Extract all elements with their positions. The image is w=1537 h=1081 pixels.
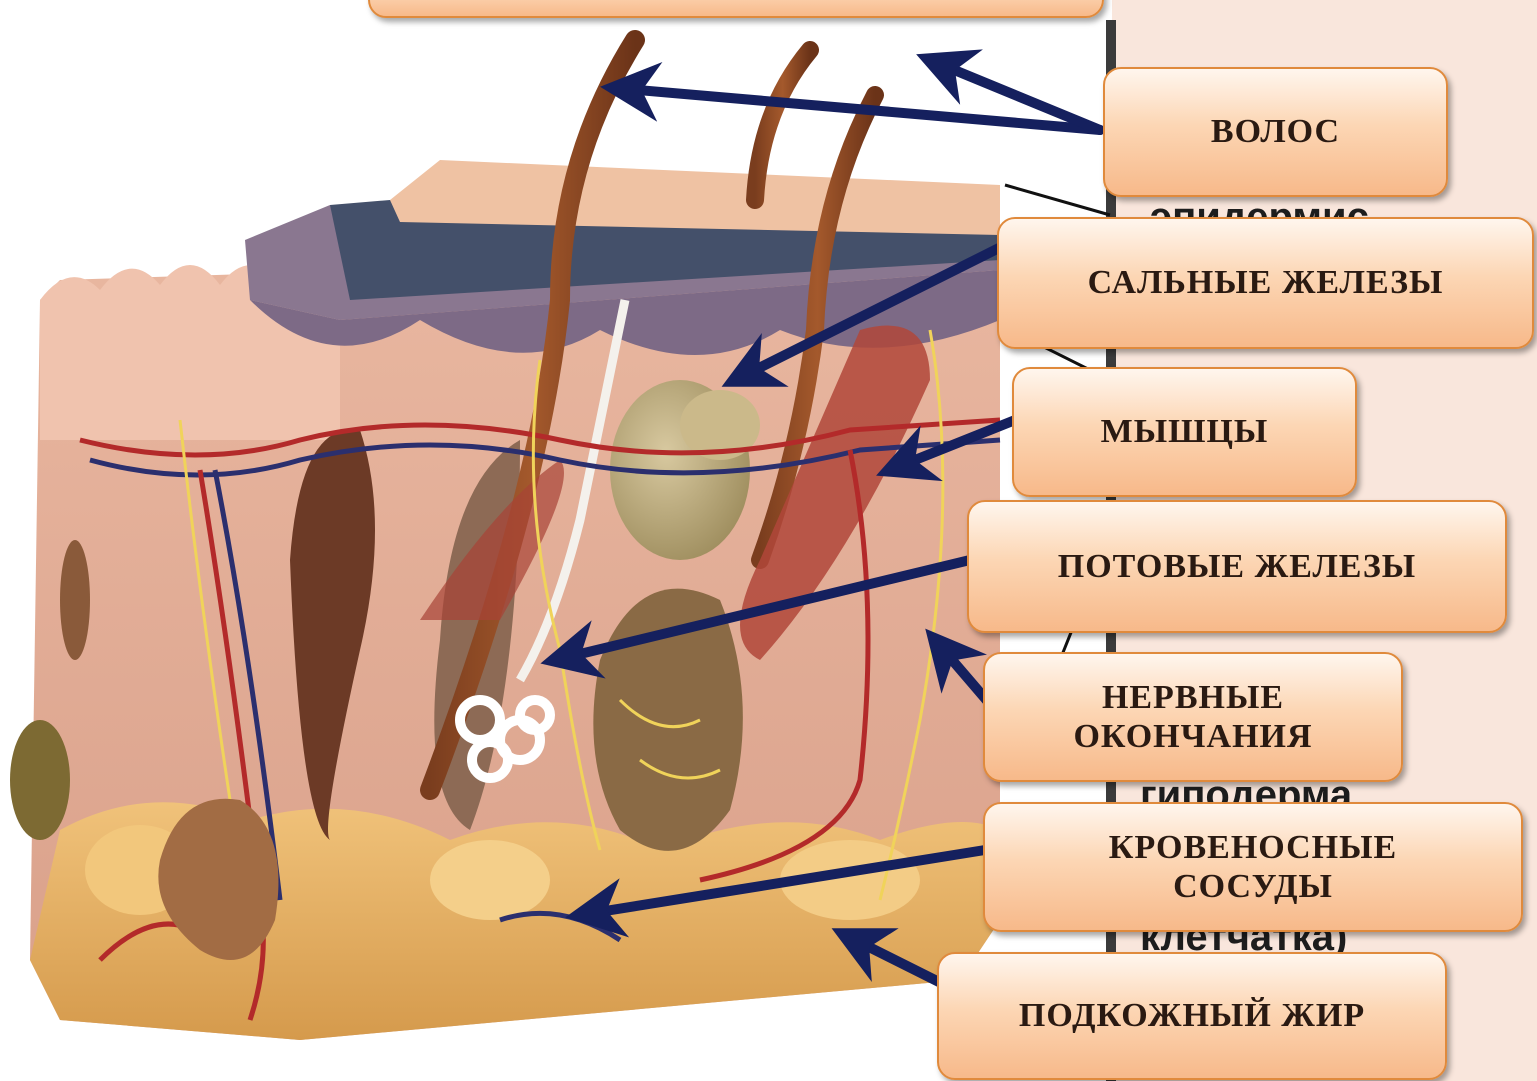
top-label-box [368,0,1104,18]
label-muscles: МЫШЦЫ [1012,367,1357,497]
side-lamellar-corpuscle [10,720,70,840]
left-face-gland [60,540,90,660]
label-sweat-glands: ПОТОВЫЕ ЖЕЛЕЗЫ [967,500,1507,633]
label-blood-vessels: КРОВЕНОСНЫЕ СОСУДЫ [983,802,1523,932]
label-hair: ВОЛОС [1103,67,1448,197]
fat-lobule [430,840,550,920]
label-nerve-endings: НЕРВНЫЕ ОКОНЧАНИЯ [983,652,1403,782]
label-sebaceous-glands: САЛЬНЫЕ ЖЕЛЕЗЫ [997,217,1534,349]
label-subcutaneous-fat: ПОДКОЖНЫЙ ЖИР [937,952,1447,1080]
